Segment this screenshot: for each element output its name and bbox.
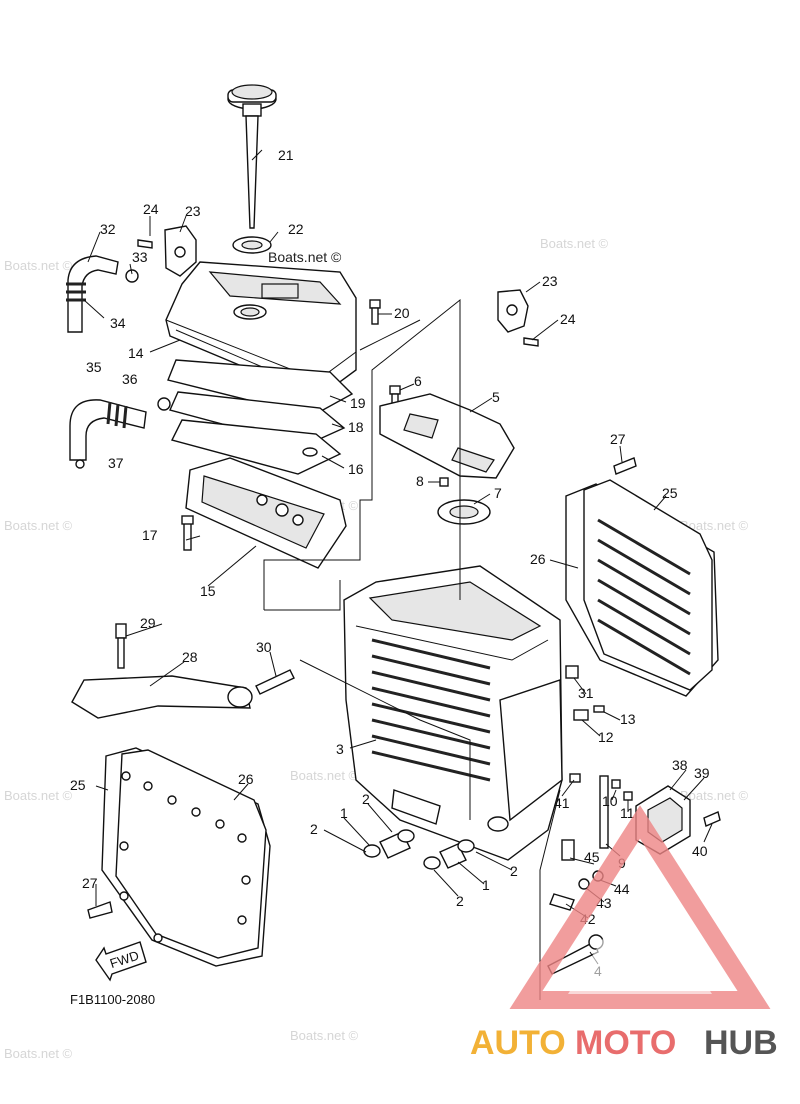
- callout-16: 16: [348, 461, 364, 477]
- callout-31: 31: [578, 685, 594, 701]
- callout-30: 30: [256, 639, 272, 655]
- callout-10: 10: [602, 793, 618, 809]
- callout-29: 29: [140, 615, 156, 631]
- callout-34: 34: [110, 315, 126, 331]
- bolts-fittings: [547, 665, 633, 975]
- mount-bracket: [71, 623, 295, 719]
- callout-2: 2: [510, 863, 518, 879]
- callout-40: 40: [692, 843, 708, 859]
- callout-2: 2: [362, 791, 370, 807]
- callout-11: 11: [620, 805, 635, 821]
- logo-text-moto: MOTO: [575, 1024, 676, 1062]
- breather-hoses: [66, 255, 147, 461]
- callout-22: 22: [288, 221, 304, 237]
- callout-17: 17: [142, 527, 158, 543]
- callout-26: 26: [238, 771, 254, 787]
- callout-7: 7: [494, 485, 502, 501]
- logo-text-auto: AUTO: [470, 1024, 566, 1062]
- callout-18: 18: [348, 419, 364, 435]
- bolt: [181, 515, 194, 551]
- callout-8: 8: [416, 473, 424, 489]
- callout-2: 2: [456, 893, 464, 909]
- watermark: Boats.net ©: [4, 788, 73, 803]
- callout-39: 39: [694, 765, 710, 781]
- callout-20: 20: [394, 305, 410, 321]
- automotohub-logo: AUTO MOTO HUB: [470, 805, 778, 1062]
- callout-36: 36: [122, 371, 138, 387]
- cooling-cover-right: [565, 479, 719, 697]
- callout-38: 38: [672, 757, 688, 773]
- watermark: Boats.net ©: [4, 1046, 73, 1061]
- bolts: [87, 457, 637, 919]
- breather-case: [185, 457, 347, 569]
- callout-32: 32: [100, 221, 116, 237]
- callout-3: 3: [336, 741, 344, 757]
- callout-26: 26: [530, 551, 546, 567]
- bracket: [164, 225, 529, 333]
- round-cover: [437, 499, 491, 525]
- callout-27: 27: [82, 875, 98, 891]
- callout-23: 23: [185, 203, 201, 219]
- callout-5: 5: [492, 389, 500, 405]
- watermark: Boats.net ©: [680, 788, 749, 803]
- seal-ring: [232, 236, 272, 254]
- callout-23: 23: [542, 273, 558, 289]
- forward-arrow: FWD: [95, 941, 147, 982]
- watermark: Boats.net ©: [540, 236, 609, 251]
- watermark: Boats.net ©: [4, 258, 73, 273]
- leader-lines: [83, 149, 713, 1000]
- callout-6: 6: [414, 373, 422, 389]
- callout-2: 2: [310, 821, 318, 837]
- callout-37: 37: [108, 455, 124, 471]
- callout-44: 44: [614, 881, 630, 897]
- watermark: Boats.net ©: [290, 1028, 359, 1043]
- watermark: Boats.net ©: [680, 518, 749, 533]
- callout-35: 35: [86, 359, 102, 375]
- callout-33: 33: [132, 249, 148, 265]
- callouts: 21 22 24 23 32 33 34 20 14 35 36 37 19 1…: [70, 147, 710, 979]
- callout-19: 19: [350, 395, 366, 411]
- callout-1: 1: [482, 877, 490, 893]
- watermark: Boats.net ©: [290, 768, 359, 783]
- callout-15: 15: [200, 583, 216, 599]
- callout-24: 24: [560, 311, 576, 327]
- callout-27: 27: [610, 431, 626, 447]
- oil-cap-dipstick: [227, 84, 277, 229]
- watermark-main: Boats.net ©: [268, 249, 342, 265]
- callout-45: 45: [584, 849, 600, 865]
- callout-25: 25: [662, 485, 678, 501]
- callout-24: 24: [143, 201, 159, 217]
- callout-1: 1: [340, 805, 348, 821]
- head-cover: [165, 261, 357, 399]
- callout-14: 14: [128, 345, 144, 361]
- watermark: Boats.net ©: [4, 518, 73, 533]
- cover-plate: [379, 393, 515, 479]
- callout-21: 21: [278, 147, 294, 163]
- cylinder-block: [343, 565, 563, 861]
- diagram-code: F1B1100-2080: [70, 992, 155, 1007]
- callout-41: 41: [554, 795, 570, 811]
- logo-text-hub: HUB: [704, 1024, 778, 1062]
- callout-12: 12: [598, 729, 614, 745]
- hose-clips: [75, 269, 171, 469]
- callout-13: 13: [620, 711, 636, 727]
- cooling-cover-left: [101, 747, 271, 967]
- callout-25: 25: [70, 777, 86, 793]
- callout-28: 28: [182, 649, 198, 665]
- gaskets: [167, 359, 354, 475]
